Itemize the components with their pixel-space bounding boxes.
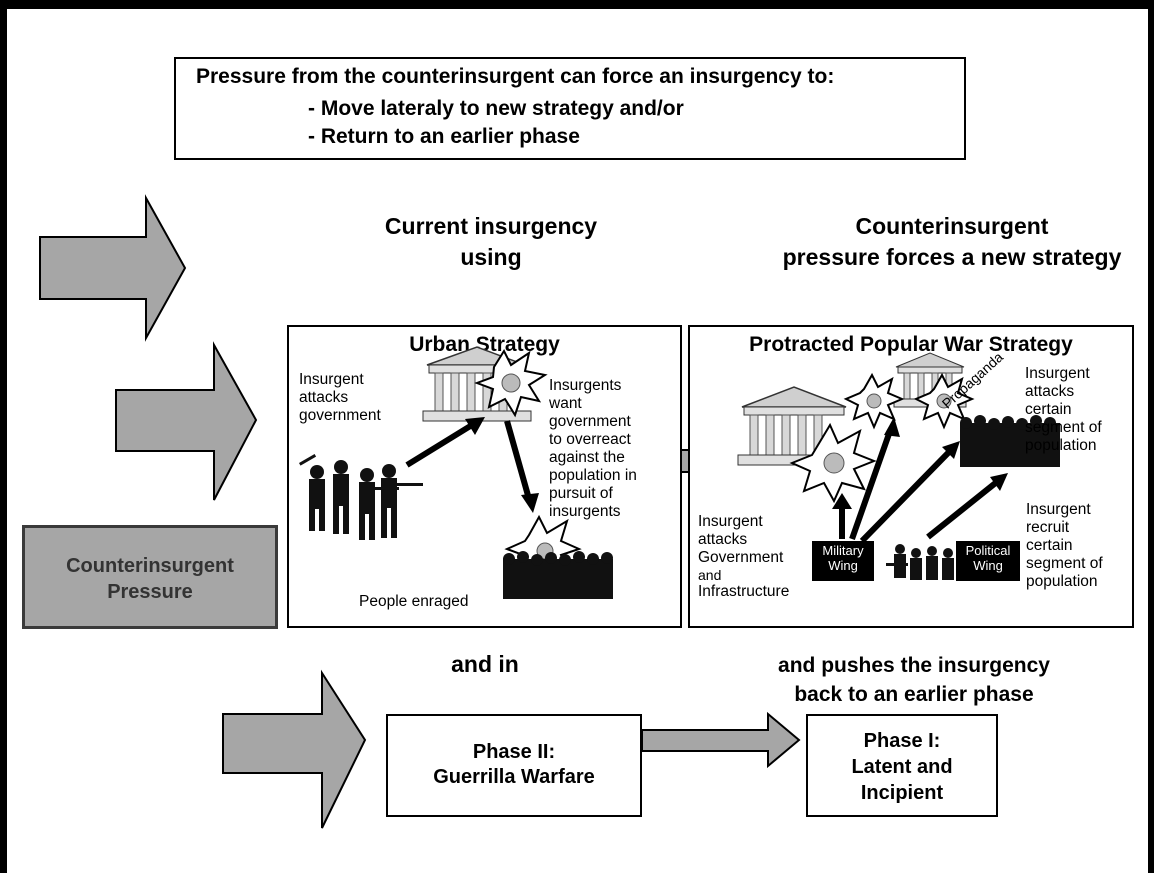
heading-counter: Counterinsurgent pressure forces a new s… [756,211,1148,273]
pressure-arrow-middle [115,341,258,501]
political-wing-line: Wing [973,558,1003,573]
heading-counter-line2: pressure forces a new strategy [782,244,1122,270]
heading-pushes-line2: back to an earlier phase [794,683,1034,706]
military-wing-line: Wing [828,558,858,573]
phase-1-line1: Phase I: [863,730,941,752]
phase-1-line3: Incipient [860,782,944,804]
header-item-return: - Return to an earlier phase [308,125,580,148]
urban-want-line: to overreact [549,431,631,448]
ppw-recruit-segment-line: certain [1026,537,1073,554]
urban-enraged-label: People enraged [359,593,469,610]
crowd-silhouette-icon [960,415,1060,467]
urban-want-line: insurgents [549,503,621,520]
political-wing-badge: Political Wing [956,541,1020,581]
ppw-recruit-segment-line: segment of [1026,555,1103,572]
header-title: Pressure from the counterinsurgent can f… [196,65,835,88]
ppw-attacks-gov-line: Insurgent [698,513,763,530]
ppw-strategy-graphic [737,352,1060,580]
ppw-attacks-segment-line: Insurgent [1025,365,1090,382]
ppw-attacks-gov-label: Insurgent attacks Government and Infrast… [698,513,789,601]
heading-pushes-line1: and pushes the insurgency [778,654,1050,677]
urban-strategy-graphic [299,346,613,599]
political-wing-line: Political [965,543,1011,558]
ppw-recruit-segment-label: Insurgent recruit certain segment of pop… [1026,501,1103,591]
ppw-attacks-segment-label: Insurgent attacks certain segment of pop… [1025,365,1102,455]
urban-want-line: government [549,413,631,430]
government-building-icon [737,386,851,466]
urban-strategy-panel: Urban Strategy [287,325,682,628]
heading-current-line1: Current insurgency [384,213,598,239]
military-wing-line: Military [822,543,864,558]
urban-want-label: Insurgents want government to overreact … [549,377,637,521]
insurgents-silhouette-icon [299,454,423,540]
heading-current-line2: using [460,244,522,270]
phase-2-line1: Phase II: [472,741,556,763]
counterinsurgent-pressure-box: Counterinsurgent Pressure [22,525,278,629]
phase-2-box: Phase II: Guerrilla Warfare [386,714,642,817]
ppw-attacks-gov-line: Government [698,549,784,566]
ppw-recruit-segment-line: Insurgent [1026,501,1091,518]
urban-want-line: pursuit of [549,485,613,502]
fighters-silhouette-icon [886,544,954,580]
phase-shift-arrow [641,711,801,769]
heading-counter-line1: Counterinsurgent [855,213,1049,239]
urban-attack-line: attacks [299,389,349,406]
pressure-line2: Pressure [107,581,193,603]
ppw-recruit-segment-line: population [1026,573,1098,590]
phase-2-line2: Guerrilla Warfare [433,766,595,788]
urban-want-line: Insurgents [549,377,622,394]
heading-current: Current insurgency using [360,211,622,273]
ppw-attacks-segment-line: population [1025,437,1097,454]
header-item-lateral: - Move lateraly to new strategy and/or [308,97,684,120]
ppw-attacks-segment-line: attacks [1025,383,1075,400]
pressure-arrow-top [39,194,187,342]
ppw-attacks-gov-line: attacks [698,531,748,548]
header-box: Pressure from the counterinsurgent can f… [174,57,966,160]
heading-pushes: and pushes the insurgency back to an ear… [764,651,1064,709]
urban-want-line: want [549,395,582,412]
ppw-strategy-panel: Protracted Popular War Strategy [688,325,1134,628]
pressure-arrow-bottom [222,669,367,829]
urban-attack-label: Insurgent attacks government [299,371,381,425]
urban-want-line: population in [549,467,637,484]
urban-attack-line: Insurgent [299,371,364,388]
crowd-silhouette-icon [503,551,613,599]
ppw-attacks-gov-line: and [698,567,722,583]
phase-1-box: Phase I: Latent and Incipient [806,714,998,817]
ppw-attacks-segment-line: certain [1025,401,1072,418]
ppw-strategy-title: Protracted Popular War Strategy [749,333,1073,356]
urban-strategy-title: Urban Strategy [409,333,560,356]
military-wing-badge: Military Wing [812,541,874,581]
ppw-attacks-segment-line: segment of [1025,419,1102,436]
heading-and-in: and in [451,651,519,677]
urban-attack-line: government [299,407,381,424]
pressure-line1: Counterinsurgent [66,555,234,577]
ppw-attacks-gov-line: Infrastructure [698,583,790,600]
urban-want-line: against the [549,449,625,466]
ppw-recruit-segment-line: recruit [1026,519,1070,536]
phase-1-line2: Latent and [851,756,953,778]
